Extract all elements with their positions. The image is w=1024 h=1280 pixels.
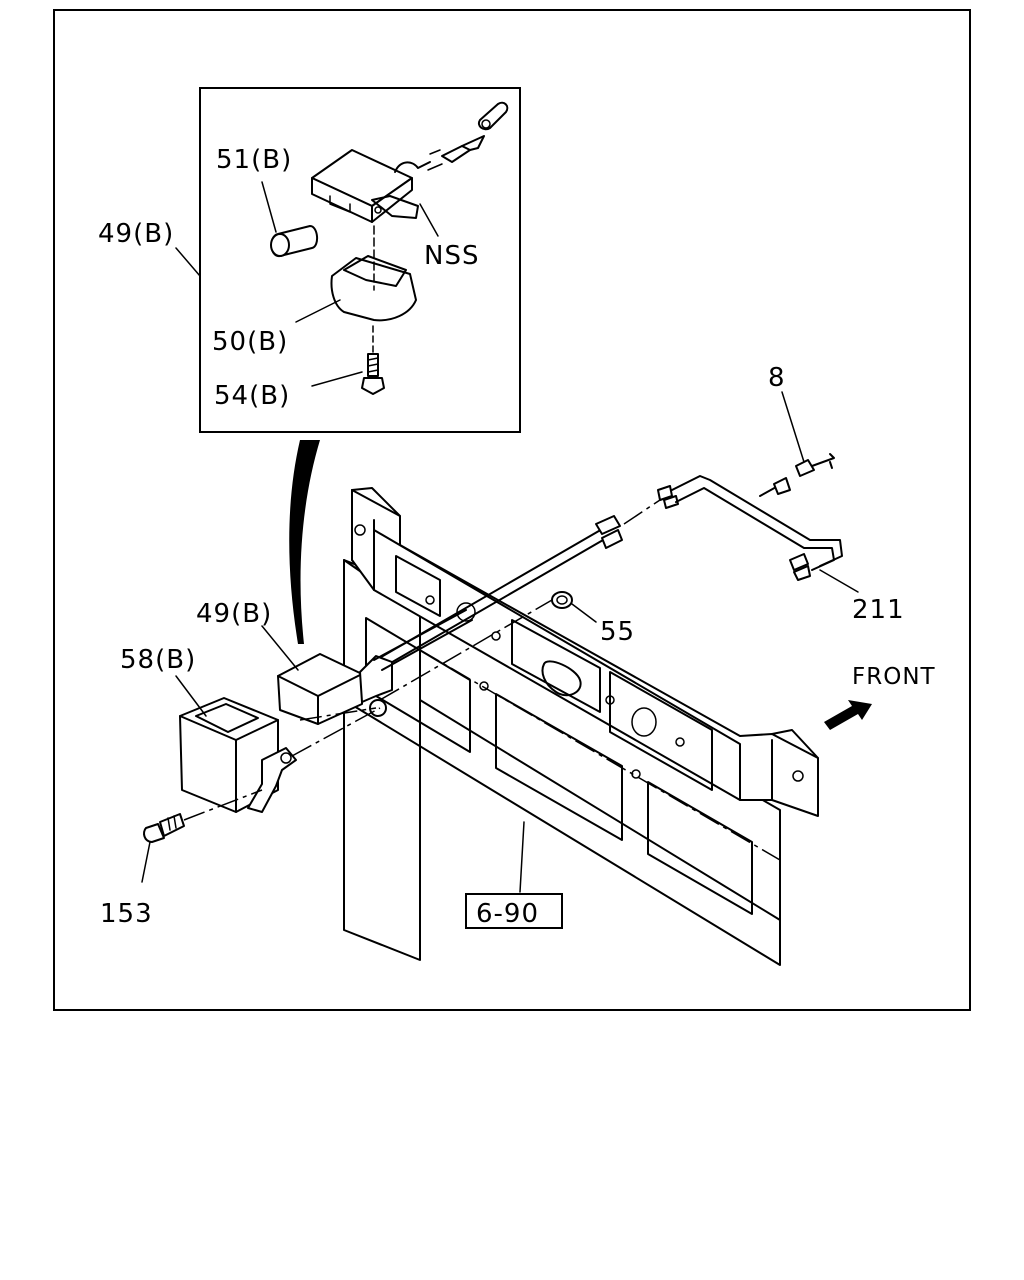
bolt-icon xyxy=(143,789,263,843)
label-211: 211 xyxy=(852,595,905,625)
label-54b: 54(B) xyxy=(214,381,290,411)
wire-harness xyxy=(375,475,843,669)
bulb-icon xyxy=(270,225,318,258)
reference-box[interactable] xyxy=(465,893,563,929)
inset-pointer-arrow xyxy=(289,440,320,644)
label-8: 8 xyxy=(768,363,786,393)
ref-box-label: 6-90 xyxy=(476,899,539,929)
connector-icon xyxy=(795,453,835,477)
label-58b: 58(B) xyxy=(120,645,196,675)
label-153: 153 xyxy=(100,899,153,929)
inset-box xyxy=(199,87,521,433)
bracket xyxy=(351,487,819,817)
front-direction-arrow-icon xyxy=(824,700,872,730)
label-inset-49b: 49(B) xyxy=(98,219,174,249)
nut-icon xyxy=(379,591,573,701)
inset-lens xyxy=(330,225,417,322)
inset-screw-icon xyxy=(361,325,385,395)
label-nss: NSS xyxy=(424,241,479,271)
diagram-frame xyxy=(53,9,971,1011)
inset-lamp-housing xyxy=(311,101,509,223)
label-50b: 50(B) xyxy=(212,327,288,357)
side-lamp xyxy=(277,602,476,725)
label-49b: 49(B) xyxy=(196,599,272,629)
label-51b: 51(B) xyxy=(216,145,292,175)
label-55: 55 xyxy=(600,617,635,647)
label-front: FRONT xyxy=(852,664,936,690)
